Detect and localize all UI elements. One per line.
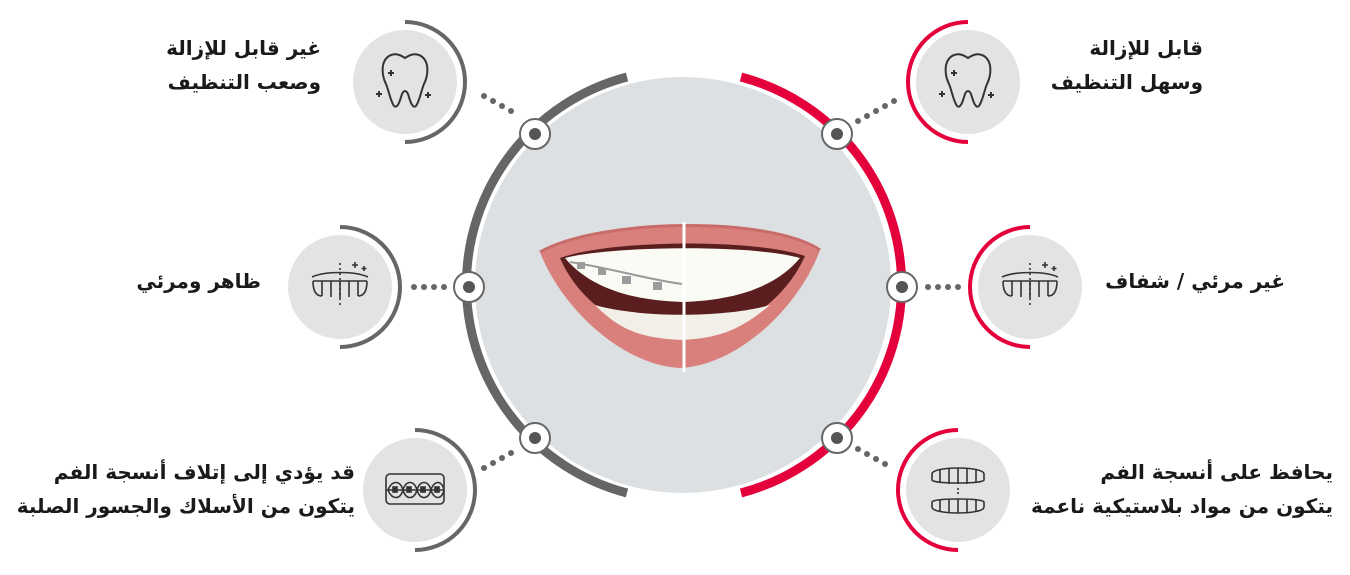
sparkling-tooth-icon bbox=[376, 53, 431, 108]
label-left-middle: ظاهر ومرئي bbox=[136, 264, 261, 298]
label-line: ظاهر ومرئي bbox=[136, 269, 261, 293]
icon-circle-right-top bbox=[906, 20, 1020, 144]
sparkling-tooth-icon bbox=[939, 53, 994, 108]
connector-left-middle bbox=[411, 284, 447, 290]
label-line: قد يؤدي إلى إتلاف أنسجة الفم bbox=[53, 460, 355, 484]
label-line: يحافظ على أنسجة الفم bbox=[1100, 460, 1333, 484]
clear-aligner-teeth-icon bbox=[1001, 262, 1059, 305]
braces-teeth-icon bbox=[385, 473, 445, 505]
label-left-bottom: قد يؤدي إلى إتلاف أنسجة الفم يتكون من ال… bbox=[17, 455, 355, 523]
node-right-bottom bbox=[821, 422, 853, 454]
label-line: يتكون من الأسلاك والجسور الصلبة bbox=[16, 494, 355, 518]
icon-circle-left-bottom bbox=[363, 428, 477, 552]
open-aligner-teeth-icon bbox=[931, 467, 985, 514]
label-right-bottom: يحافظ على أنسجة الفم يتكون من مواد بلاست… bbox=[1031, 455, 1333, 523]
icon-circle-left-top bbox=[353, 20, 467, 144]
smile-braces-vs-aligner bbox=[539, 222, 821, 372]
label-right-top: قابل للإزالة وسهل التنظيف bbox=[1051, 31, 1203, 99]
label-line: قابل للإزالة bbox=[1089, 36, 1203, 60]
node-right-middle bbox=[886, 271, 918, 303]
icon-circle-left-middle bbox=[288, 225, 402, 349]
icon-circle-right-bottom bbox=[896, 428, 1010, 552]
label-line: وسهل التنظيف bbox=[1050, 70, 1203, 94]
connector-right-middle bbox=[925, 284, 961, 290]
connector-right-bottom bbox=[855, 446, 888, 467]
connector-right-top bbox=[855, 98, 897, 124]
node-right-top bbox=[821, 118, 853, 150]
visible-teeth-icon bbox=[311, 262, 369, 305]
label-line: غير قابل للإزالة bbox=[166, 36, 321, 60]
node-left-bottom bbox=[519, 422, 551, 454]
label-left-top: غير قابل للإزالة وصعب التنظيف bbox=[166, 31, 321, 99]
node-left-middle bbox=[453, 271, 485, 303]
label-line: وصعب التنظيف bbox=[167, 70, 321, 94]
connector-left-top bbox=[481, 93, 514, 114]
label-line: غير مرئي / شفاف bbox=[1105, 269, 1285, 293]
connector-left-bottom bbox=[481, 450, 514, 471]
label-line: يتكون من مواد بلاستيكية ناعمة bbox=[1030, 494, 1333, 518]
node-left-top bbox=[519, 118, 551, 150]
label-right-middle: غير مرئي / شفاف bbox=[1105, 264, 1285, 298]
icon-circle-right-middle bbox=[968, 225, 1082, 349]
